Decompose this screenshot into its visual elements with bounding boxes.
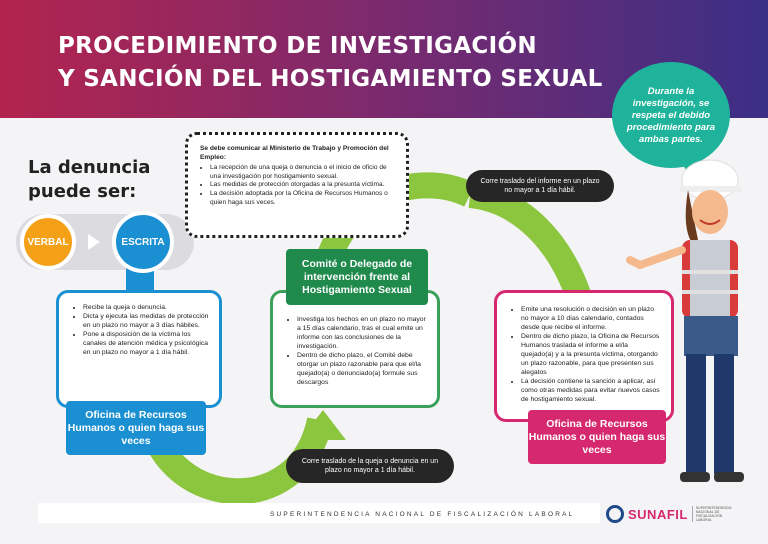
list-item: Recibe la queja o denuncia. [83,303,209,312]
transfer-note-bottom: Corre traslado de la queja o denuncia en… [286,449,454,483]
sunafil-logo: SUNAFIL SUPERINTENDENCIA NACIONAL DE FIS… [606,500,736,528]
list-item: La recepción de una queja o denuncia o e… [210,164,396,181]
footer-text: SUPERINTENDENCIA NACIONAL DE FISCALIZACI… [270,511,575,518]
notice-box: Se debe comunicar al Ministerio de Traba… [185,132,409,238]
step1-card: Recibe la queja o denuncia. Dicta y ejec… [56,290,222,408]
step1-label: Oficina de Recursos Humanos o quien haga… [66,401,206,455]
list-item: Pone a disposición de la víctima los can… [83,330,209,357]
step3-list: Emite una resolución o decisión en un pl… [515,305,661,404]
list-item: Emite una resolución o decisión en un pl… [521,305,661,332]
step3-label: Oficina de Recursos Humanos o quien haga… [528,410,666,464]
logo-subtitle: SUPERINTENDENCIA NACIONAL DE FISCALIZACI… [691,506,732,522]
step2-card: Investiga los hechos en un plazo no mayo… [270,290,440,408]
step2-label: Comité o Delegado de intervención frente… [286,249,428,305]
step1-list: Recibe la queja o denuncia. Dicta y ejec… [77,303,209,357]
list-item: La decisión contiene la sanción a aplica… [521,377,661,404]
denuncia-line-1: La denuncia [28,157,151,178]
sunafil-mark-icon [606,505,624,523]
list-item: Las medidas de protección otorgadas a la… [210,181,396,190]
title-line-2: Y SANCIÓN DEL HOSTIGAMIENTO SEXUAL [58,66,603,92]
step2-list: Investiga los hechos en un plazo no mayo… [291,315,427,387]
list-item: Investiga los hechos en un plazo no mayo… [297,315,427,351]
footer-bar [38,503,600,523]
list-item: La decisión adoptada por la Oficina de R… [210,190,396,207]
denuncia-heading: La denuncia puede ser: [28,156,150,204]
denuncia-line-2: puede ser: [28,181,137,202]
notice-list: La recepción de una queja o denuncia o e… [200,164,396,207]
play-arrow-icon [88,234,100,250]
title-line-1: PROCEDIMIENTO DE INVESTIGACIÓN [58,33,537,59]
worker-illustration [626,159,744,482]
list-item: Dentro de dicho plazo, la Oficina de Rec… [521,332,661,377]
escrita-badge: ESCRITA [112,211,174,273]
callout-bubble: Durante la investigación, se respeta el … [612,62,730,178]
list-item: Dentro de dicho plazo, el Comité debe ot… [297,351,427,387]
notice-heading: Se debe comunicar al Ministerio de Traba… [200,145,389,161]
verbal-badge: VERBAL [20,214,76,270]
list-item: Dicta y ejecuta las medidas de protecció… [83,312,209,330]
page-title: PROCEDIMIENTO DE INVESTIGACIÓN Y SANCIÓN… [58,30,603,96]
logo-wordmark: SUNAFIL [628,506,688,522]
transfer-note-top: Corre traslado del informe en un plazo n… [466,170,614,202]
